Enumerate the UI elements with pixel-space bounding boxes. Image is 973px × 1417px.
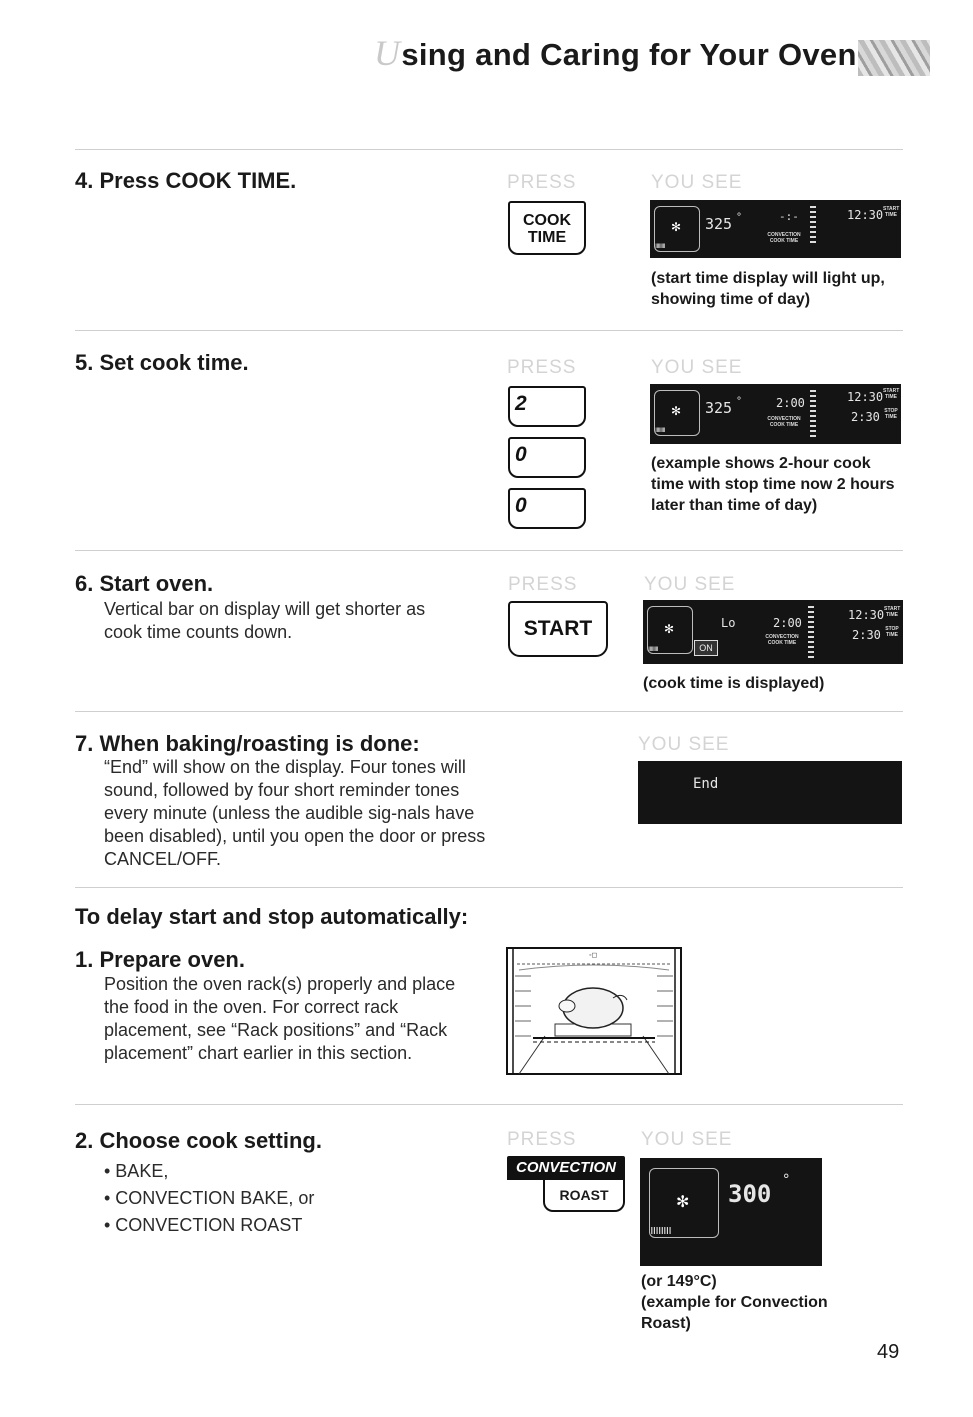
- step-5-heading: 5. Set cook time.: [75, 350, 249, 375]
- roast-key-label: ROAST: [543, 1180, 625, 1212]
- divider: [75, 711, 903, 712]
- display-temp: 325: [705, 215, 733, 233]
- you-see-label: YOU SEE: [651, 172, 743, 193]
- display-temp: 325: [705, 399, 733, 417]
- svg-text:◦◻: ◦◻: [589, 952, 597, 959]
- cook-time-value: 2:00: [776, 396, 805, 410]
- divider: [75, 550, 903, 551]
- you-see-label: YOU SEE: [644, 574, 736, 595]
- delay-step-1-heading: 1. Prepare oven.: [75, 947, 245, 972]
- you-see-label: YOU SEE: [638, 734, 730, 755]
- delay-step-2-caption-2: (example for Convection Roast): [641, 1294, 828, 1332]
- key-line-1: COOK: [523, 212, 571, 229]
- oven-display: ✻ ıııııııı 325 ° 2:00 CONVECTION COOK TI…: [650, 384, 901, 444]
- digit-0-button[interactable]: 0: [508, 488, 586, 529]
- delay-step-2-heading: 2. Choose cook setting.: [75, 1128, 322, 1153]
- step-6-body: Vertical bar on display will get shorter…: [104, 599, 426, 642]
- step-6-heading: 6. Start oven.: [75, 571, 214, 596]
- start-time-tag: START TIME: [883, 388, 900, 400]
- start-time-tag: START TIME: [884, 606, 901, 618]
- convection-tag: CONVECTION: [767, 232, 801, 238]
- start-time-value: 12:30: [847, 390, 884, 404]
- degree-indicator: °: [782, 1172, 791, 1188]
- press-label: PRESS: [507, 1129, 577, 1150]
- time-bar: [810, 206, 816, 246]
- delay-step-2-caption-1: (or 149°C): [641, 1273, 717, 1290]
- on-indicator: ON: [694, 640, 718, 656]
- oven-display: ✻ ıııııııı 325 ° -:- CONVECTION COOK TIM…: [650, 200, 901, 258]
- divider: [75, 149, 903, 150]
- oven-display: End: [638, 761, 902, 824]
- title-initial: U: [374, 33, 401, 73]
- convection-roast-button[interactable]: CONVECTION ROAST: [507, 1156, 625, 1214]
- step-7-heading: 7. When baking/roasting is done:: [75, 731, 420, 756]
- option-convection-bake: • CONVECTION BAKE, or: [104, 1188, 315, 1208]
- display-temp: 300: [728, 1180, 772, 1208]
- time-bar: [808, 606, 814, 658]
- step-4-heading: 4. Press COOK TIME.: [75, 168, 297, 193]
- press-label: PRESS: [507, 172, 577, 193]
- divider: [75, 887, 903, 888]
- display-fan-box: [647, 606, 693, 654]
- fan-icon: ✻: [664, 622, 675, 636]
- fan-icon: ✻: [671, 404, 682, 418]
- cook-time-value: 2:00: [773, 616, 802, 630]
- you-see-label: YOU SEE: [651, 357, 743, 378]
- cook-setting-options: • BAKE, • CONVECTION BAKE, or • CONVECTI…: [104, 1158, 314, 1239]
- oven-display: ✻ ıııııııı ON Lo 2:00 CONVECTION COOK TI…: [643, 600, 903, 664]
- convection-tag: CONVECTION: [767, 416, 801, 422]
- convection-tag: CONVECTION: [765, 634, 799, 640]
- page-number: 49: [877, 1341, 900, 1363]
- delay-heading: To delay start and stop automatically:: [75, 904, 469, 929]
- cook-time-tag: COOK TIME: [769, 238, 799, 244]
- digit-2-button[interactable]: 2: [508, 386, 586, 427]
- press-label: PRESS: [507, 357, 577, 378]
- delay-step-1-body: Position the oven rack(s) properly and p…: [104, 974, 456, 1063]
- step-5-caption: (example shows 2-hour cook time with sto…: [651, 455, 895, 514]
- cook-time-tag: COOK TIME: [767, 640, 797, 646]
- heat-element-icon: ıııııııı: [655, 241, 666, 250]
- start-time-tag: START TIME: [883, 206, 900, 218]
- step-6-caption: (cook time is displayed): [643, 675, 825, 692]
- stop-time-value: 2:30: [852, 628, 881, 642]
- heat-element-icon: ıııııııı: [655, 425, 666, 434]
- key-line-2: TIME: [527, 229, 567, 246]
- digit-0-button[interactable]: 0: [508, 437, 586, 478]
- degree-indicator: °: [736, 396, 743, 407]
- oven-rack-illustration: ◦◻: [506, 947, 682, 1075]
- convection-key-label: CONVECTION: [507, 1156, 625, 1180]
- divider: [75, 330, 903, 331]
- heat-element-icon: ıııııııı: [648, 644, 659, 653]
- display-fan-box: [654, 206, 700, 252]
- heat-element-icon: ıııııııı: [650, 1222, 672, 1237]
- display-fan-box: [649, 1168, 719, 1238]
- time-bar: [810, 390, 816, 438]
- divider: [75, 1104, 903, 1105]
- you-see-label: YOU SEE: [641, 1129, 733, 1150]
- step-4-caption: (start time display will light up, showi…: [651, 270, 885, 308]
- oven-display: ✻ ıııııııı 300 °: [640, 1158, 822, 1266]
- start-time-value: 12:30: [847, 208, 884, 222]
- title-text: sing and Caring for Your Oven: [401, 37, 857, 72]
- display-fan-box: [654, 390, 700, 436]
- stop-time-tag: STOP TIME: [885, 626, 899, 638]
- stop-time-tag: STOP TIME: [884, 408, 898, 420]
- press-label: PRESS: [508, 574, 578, 595]
- clock-blank-icon: -:-: [779, 210, 799, 223]
- start-button[interactable]: START: [508, 601, 608, 657]
- option-bake: • BAKE,: [104, 1161, 169, 1181]
- title-decoration: [858, 40, 930, 76]
- display-end-text: End: [693, 776, 719, 792]
- degree-indicator: °: [736, 212, 743, 223]
- step-7-body: “End” will show on the display. Four ton…: [104, 757, 486, 869]
- start-time-value: 12:30: [848, 608, 885, 622]
- cook-time-tag: COOK TIME: [769, 422, 799, 428]
- display-mode: Lo: [721, 616, 736, 630]
- fan-icon: ✻: [676, 1194, 690, 1211]
- page-title: Using and Caring for Your Oven: [374, 32, 857, 74]
- option-convection-roast: • CONVECTION ROAST: [104, 1215, 303, 1235]
- stop-time-value: 2:30: [851, 410, 880, 424]
- fan-icon: ✻: [671, 220, 682, 234]
